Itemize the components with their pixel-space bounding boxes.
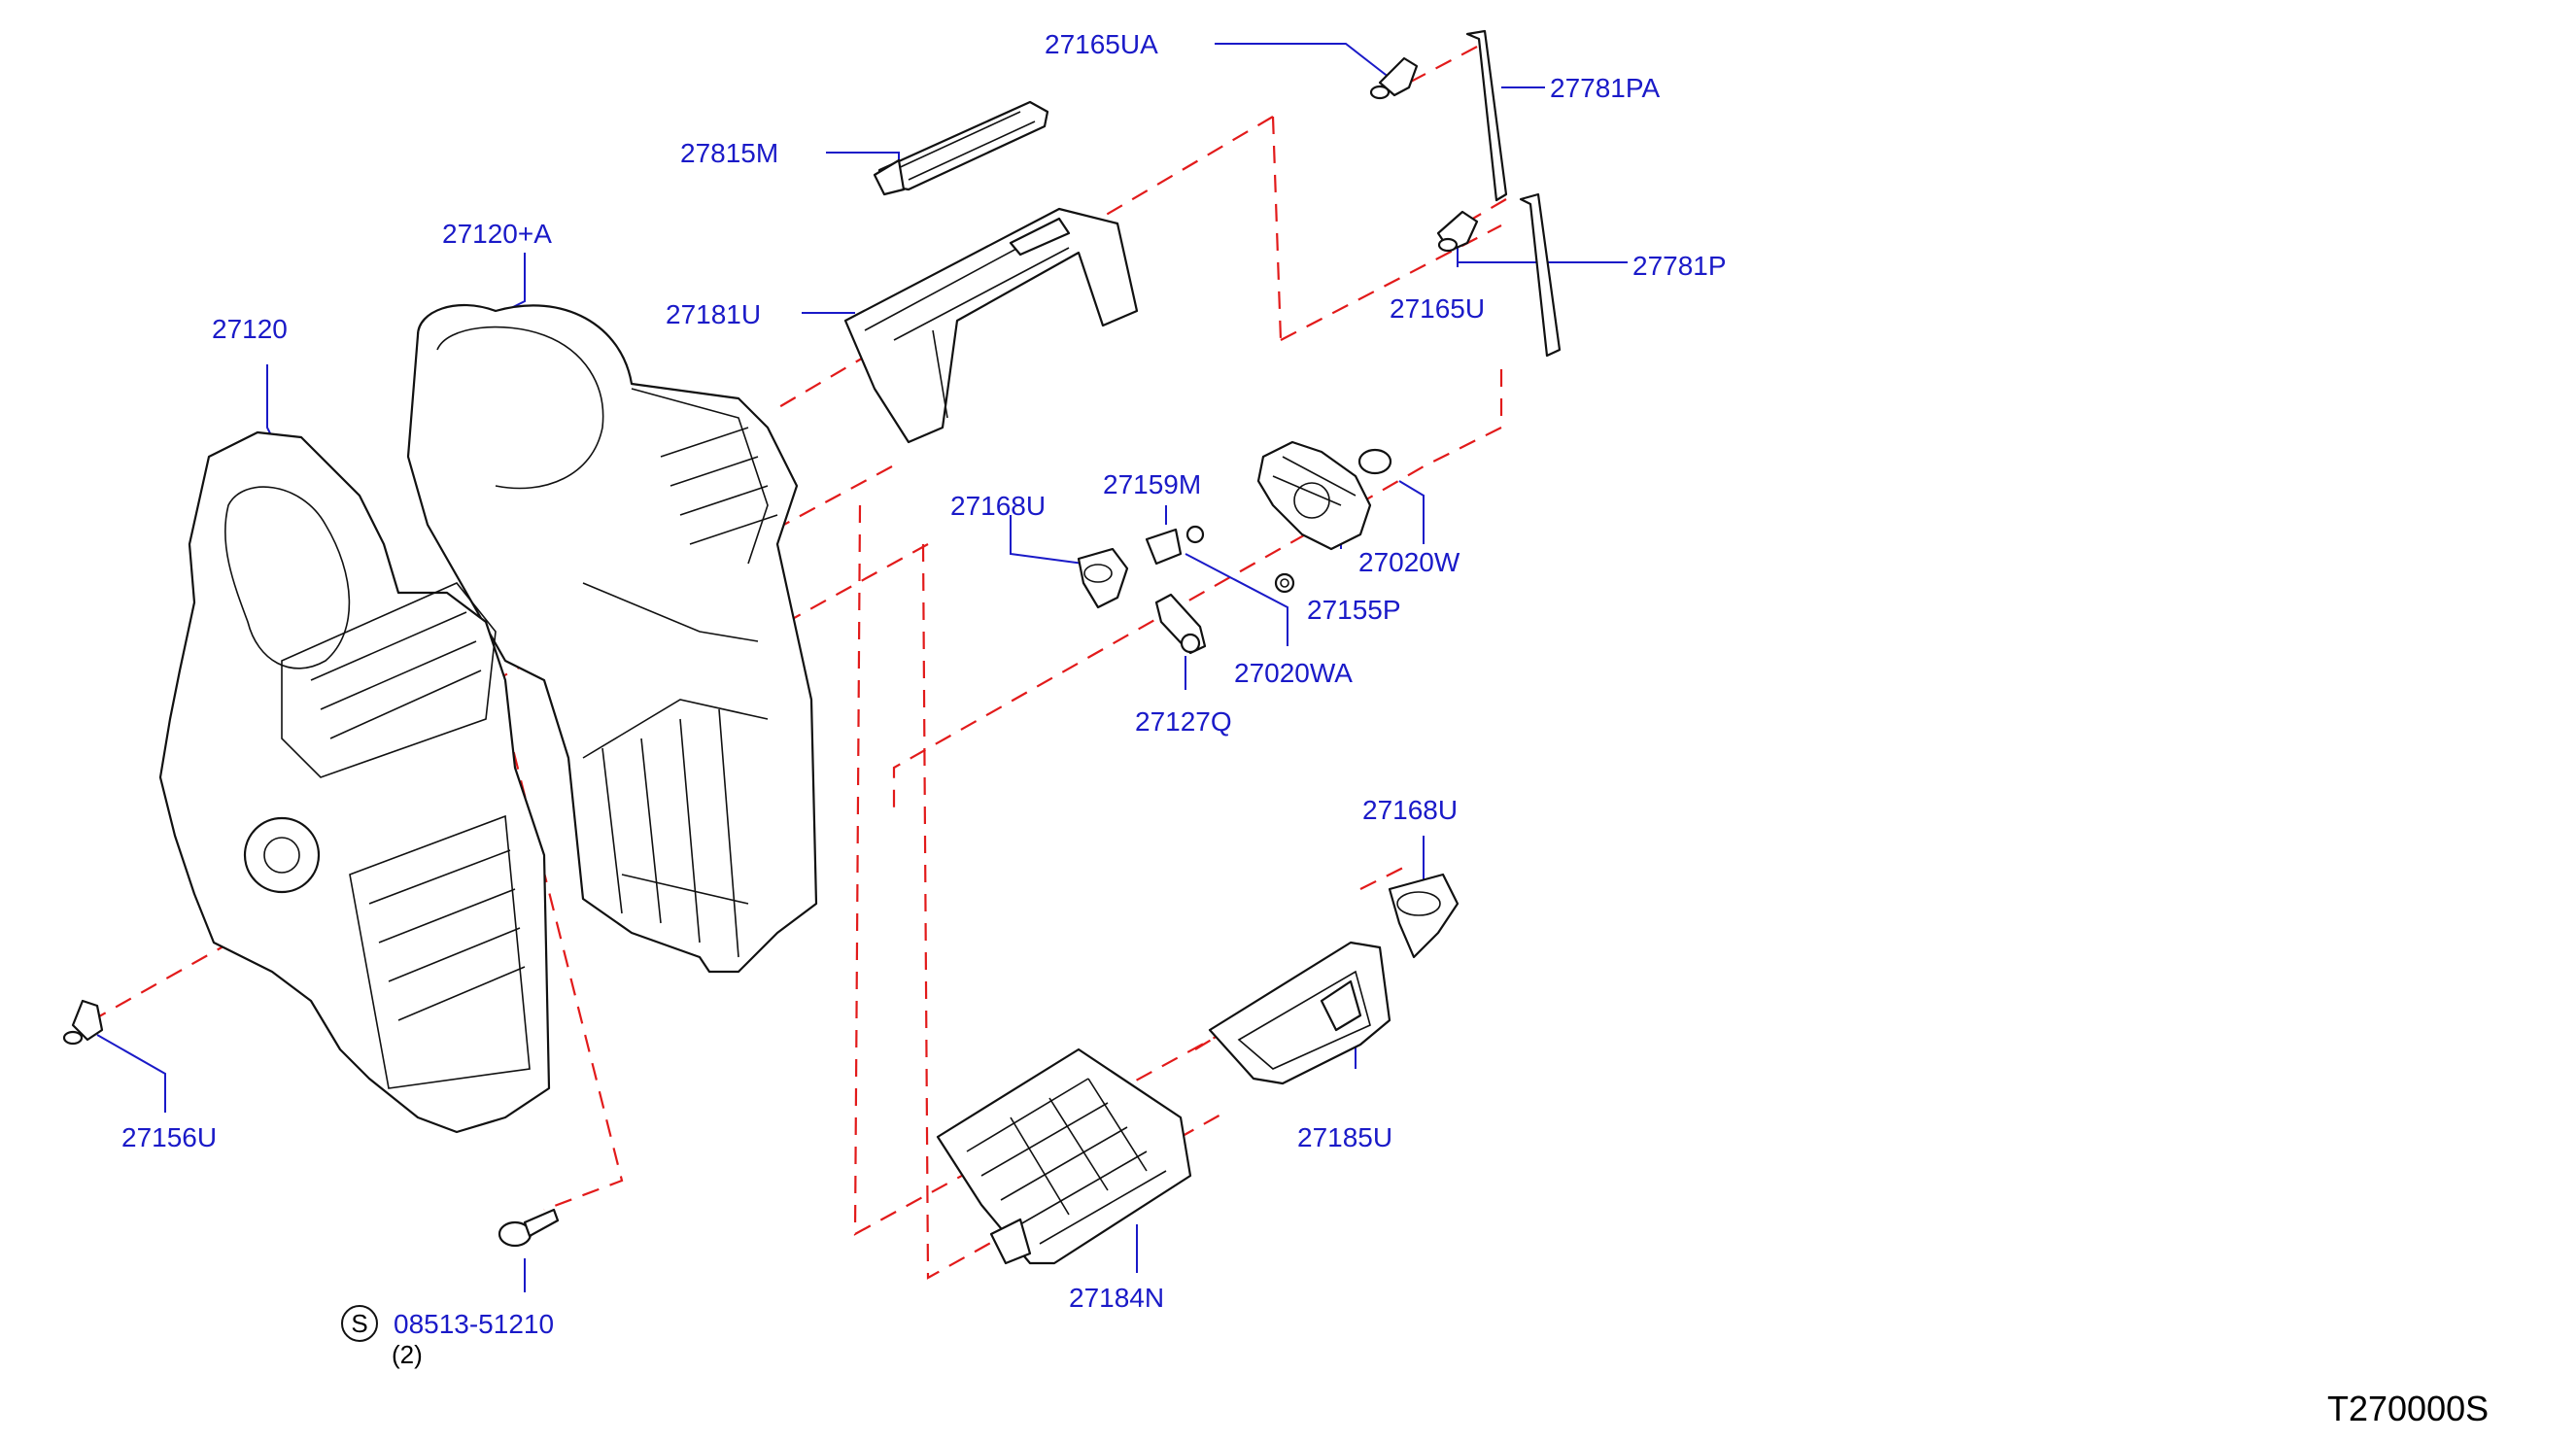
- part-27020W-disc: [1357, 448, 1392, 475]
- part-labels: 27165UA 27781PA 27815M 27120+A 27181U 27…: [121, 29, 1727, 1313]
- label-27165UA: 27165UA: [1045, 29, 1158, 59]
- part-27815M: [873, 100, 1049, 196]
- label-27155P: 27155P: [1307, 595, 1401, 625]
- label-27020WA: 27020WA: [1234, 658, 1353, 688]
- label-27120: 27120: [212, 314, 288, 344]
- label-27181U: 27181U: [666, 299, 761, 329]
- label-27120A: 27120+A: [442, 219, 552, 249]
- part-27127Q: [1154, 593, 1207, 655]
- label-27165U: 27165U: [1390, 293, 1485, 324]
- screw-callout: S 08513-51210 (2): [341, 1305, 554, 1369]
- part-27120-housing: [158, 430, 551, 1134]
- label-27156U: 27156U: [121, 1122, 217, 1152]
- label-27815M: 27815M: [680, 138, 778, 168]
- label-27185U: 27185U: [1297, 1122, 1392, 1152]
- label-27020W: 27020W: [1358, 547, 1460, 577]
- part-27155P: [1274, 572, 1295, 594]
- part-27120A-housing: [406, 303, 818, 974]
- part-27781P: [1519, 192, 1562, 358]
- drawing-code: T270000S: [2327, 1389, 2489, 1428]
- standard-part-letter: S: [351, 1309, 367, 1338]
- part-27168U-upper: [1077, 547, 1129, 609]
- label-27168U-lower: 27168U: [1362, 795, 1458, 825]
- label-screw-quantity: (2): [392, 1340, 423, 1369]
- part-27185U: [1208, 941, 1391, 1085]
- label-27781PA: 27781PA: [1550, 73, 1660, 103]
- label-27168U-upper: 27168U: [950, 491, 1046, 521]
- label-27184N: 27184N: [1069, 1283, 1164, 1313]
- part-27156U: [62, 999, 104, 1046]
- part-27159M: [1145, 525, 1205, 566]
- part-27184N: [936, 1047, 1192, 1265]
- standard-part-symbol: [341, 1305, 378, 1342]
- leader-lines: [96, 43, 1628, 1292]
- label-27159M: 27159M: [1103, 469, 1201, 499]
- part-27781PA: [1465, 29, 1508, 202]
- part-27181U: [843, 207, 1139, 444]
- label-screw-part-number: 08513-51210: [394, 1309, 554, 1339]
- label-27781P: 27781P: [1632, 251, 1727, 281]
- part-27020W-actuator: [1256, 440, 1372, 551]
- label-27127Q: 27127Q: [1135, 706, 1232, 737]
- part-27165UA: [1369, 56, 1419, 100]
- part-27165U: [1436, 210, 1479, 253]
- part-27168U-lower: [1388, 873, 1460, 959]
- part-screw-08513-51210: [498, 1208, 560, 1248]
